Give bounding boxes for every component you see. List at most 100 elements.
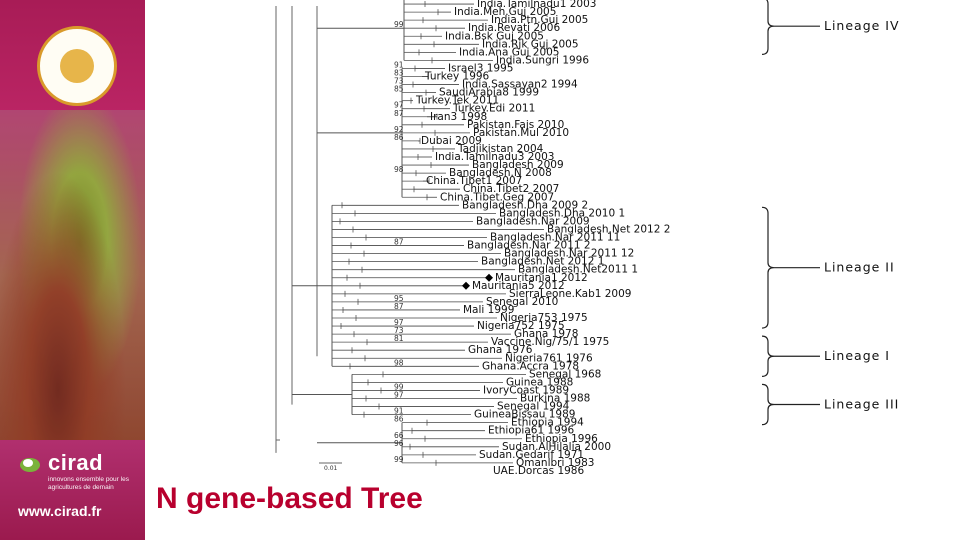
taxon-label: Guinea 1988	[506, 376, 573, 388]
taxon-label: Sudan.AlHilalia 2000	[502, 441, 611, 453]
taxon-label: Pakistan.Mul 2010	[473, 127, 569, 139]
bootstrap-value: 91	[394, 407, 404, 416]
taxon-label: Pakistan.Fais 2010	[467, 119, 564, 131]
taxon-label: India.Meh.Guj 2005	[454, 6, 556, 18]
bootstrap-value: 86	[394, 133, 404, 142]
taxon-label: IvoryCoast 1989	[483, 384, 569, 396]
bootstrap-value: 85	[394, 85, 404, 94]
bootstrap-value: 98	[394, 358, 404, 367]
lineage-label: Lineage I	[824, 348, 890, 363]
taxon-label: Bangladesh 2009	[472, 159, 564, 171]
bootstrap-value: 87	[394, 302, 404, 311]
taxon-label: Nigeria753 1975	[500, 312, 588, 324]
bootstrap-value: 81	[394, 334, 404, 343]
cirad-tagline: innovons ensemble pour les agricultures …	[48, 476, 129, 491]
bootstrap-value: 98	[394, 165, 404, 174]
bootstrap-value: 92	[394, 125, 404, 134]
bootstrap-value: 97	[394, 391, 404, 400]
lineage-bracket-0	[761, 0, 775, 55]
bootstrap-value: 73	[394, 77, 404, 86]
lineage-label: Lineage III	[824, 397, 899, 412]
cirad-logo: cirad innovons ensemble pour les agricul…	[18, 450, 138, 520]
bootstrap-value: 86	[394, 415, 404, 424]
taxon-label: Dubai 2009	[421, 135, 482, 147]
bootstrap-value: 97	[394, 101, 404, 110]
taxon-label: Senegal 1968	[529, 368, 601, 380]
taxon-label: India.Pradesh1 1995	[440, 0, 548, 2]
bootstrap-value: 83	[394, 69, 404, 78]
bootstrap-value: 99	[394, 382, 404, 391]
taxon-label: Mali 1999	[463, 304, 514, 316]
taxon-label: Ethiopia61 1996	[488, 425, 575, 437]
taxon-label: India.Sassayan2 1994	[462, 79, 578, 91]
sidebar-photo	[0, 110, 145, 440]
lineage-bracket-1	[761, 206, 775, 329]
taxon-label: Senegal 1994	[497, 401, 570, 413]
bootstrap-value: 87	[394, 109, 404, 118]
bootstrap-value: 91	[394, 60, 404, 69]
taxon-label: Bangladesh.Net2011 1	[518, 264, 638, 276]
taxon-label: Israel3 1995	[448, 62, 513, 74]
taxon-label: Omanlbri 1983	[516, 457, 594, 469]
bootstrap-value: 87	[394, 238, 404, 247]
taxon-label: Mauritania5 2012	[472, 280, 565, 292]
bootstrap-value: 96	[394, 439, 404, 448]
taxon-label: Bangladesh.Net 2012 1	[481, 256, 604, 268]
taxon-label: China.Tibet1 2007	[426, 175, 522, 187]
cirad-leaf-icon	[20, 458, 40, 472]
taxon-label: Senegal 2010	[486, 296, 558, 308]
cirad-url: www.cirad.fr	[18, 503, 102, 519]
taxon-label: Ethiopia 1994	[511, 417, 584, 429]
taxon-label: Bangladesh.N 2008	[449, 167, 552, 179]
taxon-label: Turkey.Edi 2011	[452, 103, 535, 115]
taxon-label: Sudan.Gedarif 1971	[479, 449, 584, 461]
taxon-label: Ethiopia 1996	[525, 433, 598, 445]
taxon-label: GuineaBissau 1989	[474, 409, 575, 421]
taxon-label: India.Ptn.Guj 2005	[491, 14, 588, 26]
taxon-label: India.Rjk Guj 2005	[482, 38, 579, 50]
taxon-label: Tadjikistan 2004	[457, 143, 544, 155]
seal-emblem-icon	[60, 49, 94, 83]
diamond-marker-icon	[462, 281, 470, 290]
taxon-label: India.Ana Guj 2005	[459, 46, 559, 58]
taxon-label: India.Sungri 1996	[496, 54, 589, 66]
bootstrap-value: 73	[394, 326, 404, 335]
taxon-label: China.Tibet2 2007	[463, 183, 559, 195]
lineage-bracket-3	[761, 383, 775, 426]
tree-canvas: India.Pradesh1 1995India.Tamilnadu1 2003…	[275, 0, 900, 477]
taxon-label: Bangladesh.Dha 2010 1	[499, 207, 625, 219]
taxon-label: SaudiArabia8 1999	[439, 87, 539, 99]
slide-title: N gene-based Tree	[156, 482, 423, 515]
taxon-label: SierraLeone.Kab1 2009	[509, 288, 631, 300]
taxon-label: Bangladesh.Net 2012 2	[547, 223, 670, 235]
taxon-label: Bangladesh.Dha 2009 2	[462, 199, 588, 211]
taxon-label: Nigeria761 1976	[505, 352, 593, 364]
taxon-label: Mauritania1 2012	[495, 272, 588, 284]
taxon-label: India.Revati 2006	[468, 22, 560, 34]
taxon-label: Ghana 1976	[468, 344, 533, 356]
taxon-label: Vaccine.Nig/75/1 1975	[491, 336, 609, 348]
taxon-label: Turkey.Tek 2011	[415, 95, 499, 107]
taxon-label: Bangladesh.Nar 2011 12	[504, 248, 634, 260]
bootstrap-value: 95	[394, 294, 404, 303]
bootstrap-value: 99	[394, 455, 404, 464]
lineage-label: Lineage IV	[824, 18, 900, 33]
bootstrap-value: 99	[394, 20, 404, 29]
taxon-label: India.Tamilnadu1 2003	[477, 0, 596, 10]
taxon-label: India.Bsk Guj 2005	[445, 30, 544, 42]
bootstrap-value: 66	[394, 431, 404, 440]
taxon-label: Bangladesh.Nar 2011 2	[467, 240, 591, 252]
lineage-bracket-2	[761, 335, 775, 377]
taxon-label: Iran3 1998	[430, 111, 487, 123]
taxon-label: Bangladesh.Nar 2009	[476, 215, 590, 227]
sidebar: cirad innovons ensemble pour les agricul…	[0, 0, 145, 540]
taxon-label: India.Tamilnadu3 2003	[435, 151, 554, 163]
lineage-label: Lineage II	[824, 260, 895, 275]
taxon-label: UAE.Dorcas 1986	[493, 465, 584, 477]
taxon-label: Bangladesh.Nar 2011 11	[490, 232, 620, 244]
taxon-label: Nigeria752 1975	[477, 320, 565, 332]
taxon-label: Burkina 1988	[520, 393, 590, 405]
scale-bar-label: 0.01	[324, 465, 338, 472]
rencontres-seal-logo	[37, 26, 117, 106]
taxon-label: Ghana 1978	[514, 328, 578, 340]
